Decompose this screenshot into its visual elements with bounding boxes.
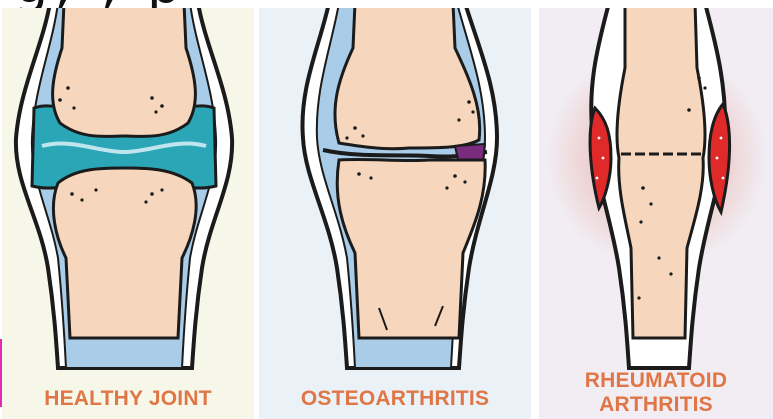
osteoarthritis-illustration [259,8,531,419]
cropped-heading-text: g, , p [0,0,773,8]
label-rheumatoid-line2: ARTHRITIS [539,393,773,417]
label-rheumatoid-arthritis: RHEUMATOID ARTHRITIS [539,369,773,417]
label-healthy-joint: HEALTHY JOINT [2,387,254,411]
healthy-joint-illustration [2,8,254,419]
lower-bone [53,168,196,338]
upper-bone [53,8,196,136]
label-osteoarthritis: OSTEOARTHRITIS [259,387,531,411]
panel-osteoarthritis: OSTEOARTHRITIS [259,8,531,419]
panel-rheumatoid-arthritis: RHEUMATOID ARTHRITIS [539,8,773,419]
rheumatoid-arthritis-illustration [539,8,773,419]
label-rheumatoid-line1: RHEUMATOID [539,369,773,393]
panel-healthy-joint: HEALTHY JOINT [2,8,254,419]
